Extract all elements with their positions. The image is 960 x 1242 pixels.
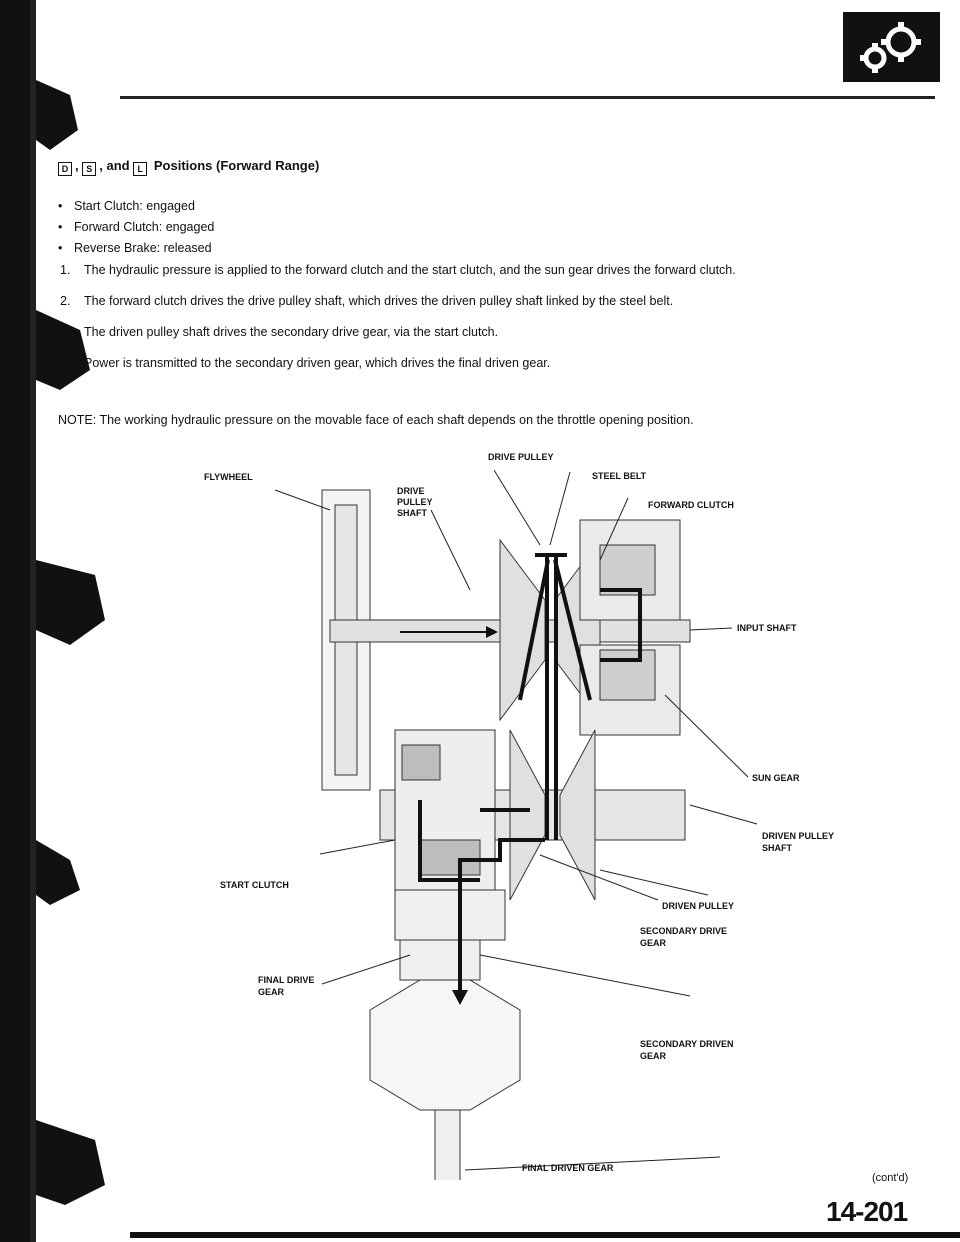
step-item: 4.Power is transmitted to the secondary … xyxy=(60,356,551,370)
position-key-s: S xyxy=(82,162,97,176)
section-title: Positions (Forward Range) xyxy=(153,158,320,173)
step-item: 3.The driven pulley shaft drives the sec… xyxy=(60,325,499,339)
step-item: 2.The forward clutch drives the drive pu… xyxy=(60,294,674,308)
position-key-d: D xyxy=(58,162,72,176)
step-item: 1.The hydraulic pressure is applied to t… xyxy=(60,263,736,277)
condition-item: Forward Clutch: engaged xyxy=(58,217,214,238)
label-secondary-drive-gear-line2: GEAR xyxy=(640,938,667,948)
label-final-driven-gear: FINAL DRIVEN GEAR xyxy=(522,1163,614,1173)
condition-list: Start Clutch: engaged Forward Clutch: en… xyxy=(58,196,214,259)
label-final-drive-gear-line1: FINAL DRIVE xyxy=(258,975,314,985)
label-input-shaft: INPUT SHAFT xyxy=(737,623,797,633)
label-driven-pulley-shaft-line2: SHAFT xyxy=(762,843,792,853)
position-key-l: L xyxy=(133,162,148,176)
gear-transmission-icon xyxy=(860,22,921,73)
section-heading: D, S, and L Positions (Forward Range) xyxy=(58,158,319,176)
page-number: 14-201 xyxy=(826,1196,908,1227)
continued-note: (cont'd) xyxy=(872,1172,909,1184)
label-drive-pulley-shaft-line3: SHAFT xyxy=(397,508,427,518)
footer-bar xyxy=(130,1232,960,1238)
label-forward-clutch: FORWARD CLUTCH xyxy=(648,500,734,510)
transmission-badge xyxy=(843,12,940,82)
and-word: and xyxy=(106,158,130,173)
transmission-cross-section-diagram: FLYWHEEL DRIVE PULLEY DRIVE PULLEY SHAFT… xyxy=(204,452,834,1180)
label-sun-gear: SUN GEAR xyxy=(752,773,800,783)
label-secondary-driven-gear-line1: SECONDARY DRIVEN xyxy=(640,1039,734,1049)
label-drive-pulley-shaft-line2: PULLEY xyxy=(397,497,433,507)
note-text: NOTE: The working hydraulic pressure on … xyxy=(58,413,694,427)
label-final-drive-gear-line2: GEAR xyxy=(258,987,285,997)
header-rule xyxy=(120,96,935,99)
label-driven-pulley-shaft-line1: DRIVEN PULLEY xyxy=(762,831,834,841)
label-driven-pulley: DRIVEN PULLEY xyxy=(662,901,734,911)
label-start-clutch: START CLUTCH xyxy=(220,880,289,890)
step-list: 1.The hydraulic pressure is applied to t… xyxy=(58,262,918,386)
label-drive-pulley-shaft-line1: DRIVE xyxy=(397,486,425,496)
condition-item: Reverse Brake: released xyxy=(58,238,214,259)
label-steel-belt: STEEL BELT xyxy=(592,471,647,481)
label-flywheel: FLYWHEEL xyxy=(204,472,253,482)
label-secondary-drive-gear-line1: SECONDARY DRIVE xyxy=(640,926,727,936)
label-drive-pulley: DRIVE PULLEY xyxy=(488,452,554,462)
condition-item: Start Clutch: engaged xyxy=(58,196,214,217)
label-secondary-driven-gear-line2: GEAR xyxy=(640,1051,667,1061)
